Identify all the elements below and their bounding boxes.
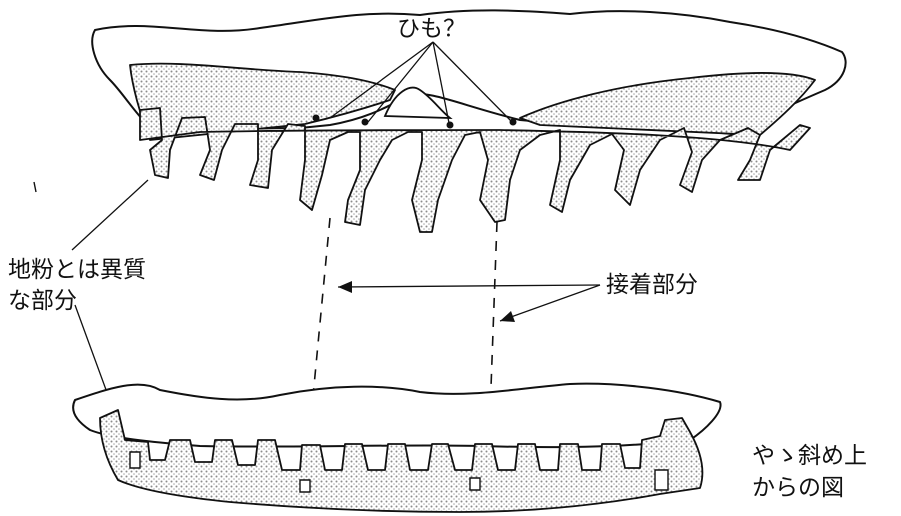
string-label: ひも？ (397, 16, 466, 42)
joint-callout: 接着部分 (338, 272, 698, 322)
foreign-part-label-line1: 地粉とは異質 (8, 257, 146, 283)
view-label-line2: からの図 (752, 475, 844, 501)
lower-outer-outline (73, 384, 720, 447)
lower-piece (73, 384, 720, 512)
view-caption: やゝ斜め上 からの図 (752, 443, 867, 501)
string-dot (313, 115, 320, 122)
string-dot (510, 119, 517, 126)
foreign-part-label-line2: な部分 (8, 288, 77, 314)
string-dot (447, 122, 454, 129)
stray-mark (34, 182, 36, 192)
upper-piece (92, 10, 845, 232)
joint-part-label: 接着部分 (606, 272, 698, 298)
string-dot (362, 119, 369, 126)
view-label-line1: やゝ斜め上 (752, 443, 867, 469)
